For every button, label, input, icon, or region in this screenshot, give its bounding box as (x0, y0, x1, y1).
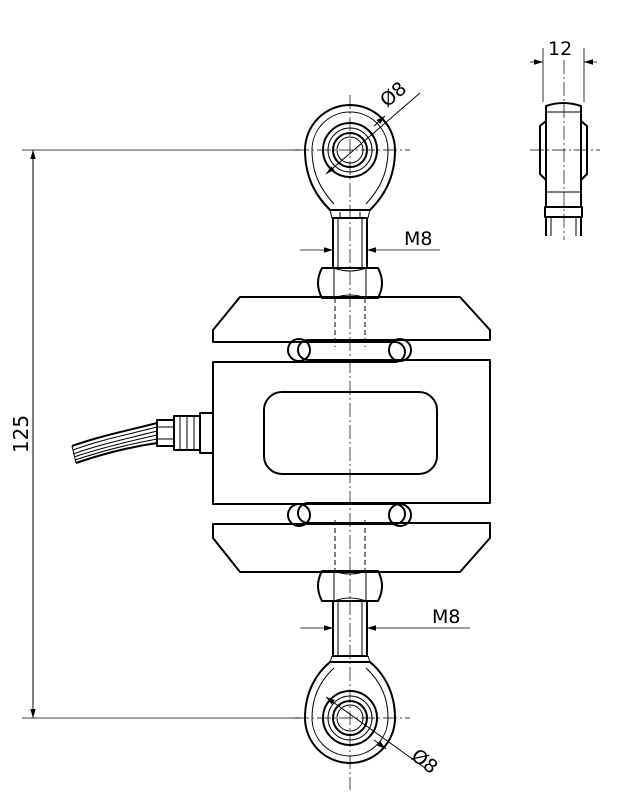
top-rod-end (304, 104, 396, 219)
top-thread-dim-label: M8 (404, 228, 432, 250)
bottom-rod-end (304, 655, 396, 764)
overall-length-dim-label: 125 (9, 415, 33, 453)
cable-gland (156, 412, 214, 454)
s-beam-load-cell-body (212, 296, 491, 573)
rod-end-side-view (530, 48, 597, 236)
rod-end-width-dim-label: 12 (548, 38, 572, 60)
top-bore-dim-label: Ø8 (376, 78, 411, 112)
overall-length-dimension (22, 149, 300, 719)
bottom-bore-dimension (325, 696, 426, 769)
bottom-thread-dim-label: M8 (432, 606, 460, 628)
cable (71, 422, 158, 464)
top-bore-dimension (325, 92, 421, 175)
bottom-bore-dim-label: Ø8 (407, 745, 442, 779)
